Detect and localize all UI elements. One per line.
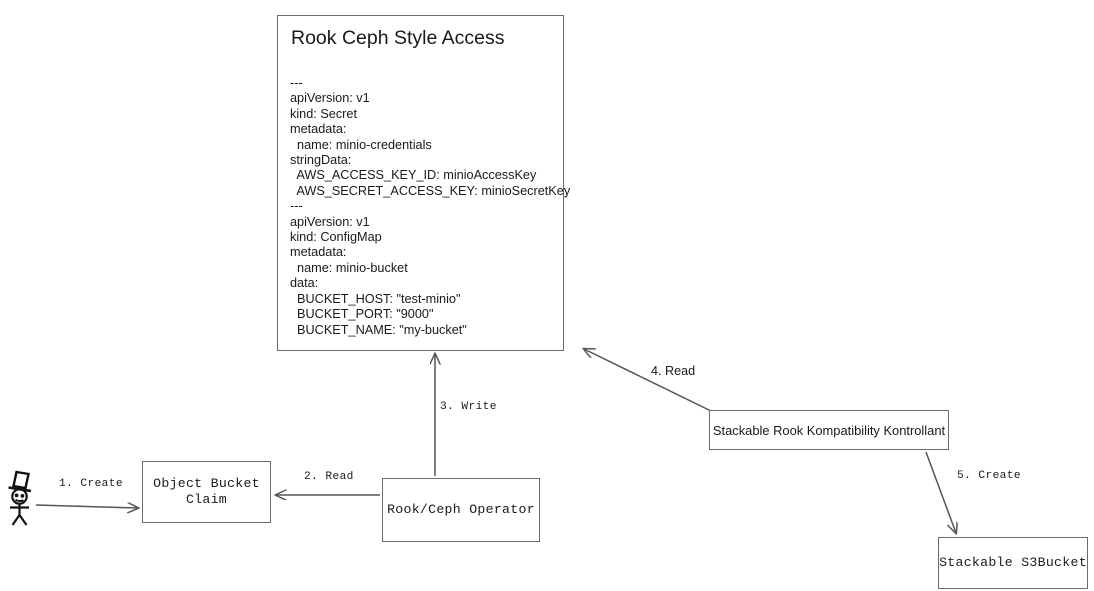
edge-label-4-read: 4. Read [651, 364, 696, 378]
edge-1-create [35, 505, 138, 508]
node-stackable-s3bucket[interactable]: Stackable S3Bucket [938, 537, 1088, 589]
edge-label-1-create: 1. Create [59, 478, 124, 490]
edge-label-3-write: 3. Write [440, 401, 497, 413]
actor-stick-figure-icon [8, 470, 32, 526]
node-stackable-rook-kompatibility-kontrollant[interactable]: Stackable Rook Kompatibility Kontrollant [709, 410, 949, 450]
node-object-bucket-claim-label: Object Bucket Claim [153, 476, 260, 507]
yaml-card-body: --- apiVersion: v1 kind: Secret metadata… [290, 76, 571, 337]
edge-label-2-read: 2. Read [304, 471, 354, 483]
node-stackable-s3bucket-label: Stackable S3Bucket [939, 555, 1087, 570]
edge-label-5-create: 5. Create [957, 470, 1022, 482]
node-object-bucket-claim[interactable]: Object Bucket Claim [142, 461, 271, 523]
rook-ceph-style-access-card: Rook Ceph Style Access --- apiVersion: v… [277, 15, 571, 351]
node-rook-ceph-operator[interactable]: Rook/Ceph Operator [382, 478, 540, 542]
node-rook-ceph-operator-label: Rook/Ceph Operator [387, 502, 535, 517]
edge-5-create [925, 451, 956, 533]
edge-4-read [584, 349, 712, 412]
node-srkk-label: Stackable Rook Kompatibility Kontrollant [712, 422, 946, 438]
yaml-card-title: Rook Ceph Style Access [291, 27, 505, 49]
